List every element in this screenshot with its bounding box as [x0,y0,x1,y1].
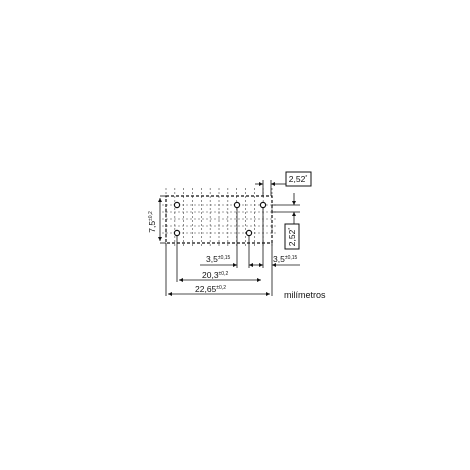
pin-span-text: 20,3±0,2 [202,270,228,280]
pin-gap-dimension: 3,5±0,15 [200,254,256,267]
pitch-top-dimension: 2,52* [255,171,312,196]
pin-hole [259,201,267,209]
pitch-top-text: 2,52* [289,174,308,184]
component-outline [165,195,273,244]
pin-holes [173,201,267,237]
pin-span-dimension: 20,3±0,2 [179,270,261,282]
pin-hole [245,229,253,237]
pitch-side-text: 2,52* [287,228,297,247]
height-dim-text: 7,5±0,2 [147,211,157,233]
pin-hole [173,201,181,209]
pin-hole [173,229,181,237]
pitch-side-dimension: 2,52* [272,193,300,250]
height-dimension: 7,5±0,2 [147,195,166,244]
overall-length-dimension: 22,65±0,2 [168,284,270,296]
edge-offset-dimension: 3,5±0,15 [256,254,300,267]
extension-lines [165,208,273,296]
pin-gap-text: 3,5±0,15 [206,254,231,264]
unit-label: milímetros [284,290,326,300]
overall-length-text: 22,65±0,2 [195,284,226,294]
pin-hole [233,201,241,209]
reference-grid [162,188,276,247]
edge-offset-text: 3,5±0,15 [273,254,298,264]
